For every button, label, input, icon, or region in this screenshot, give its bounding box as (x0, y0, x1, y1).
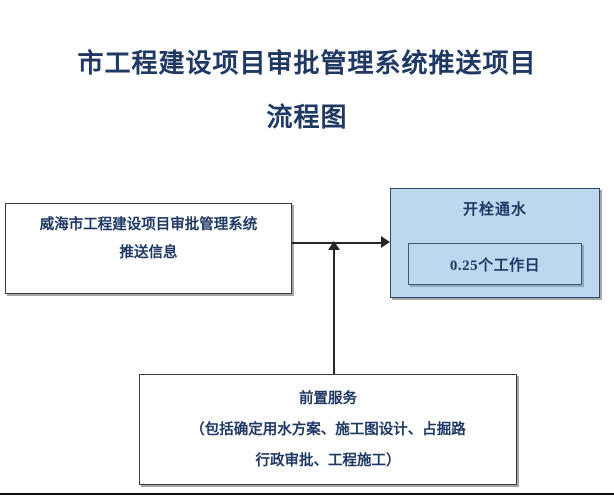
node-open-valve-water-supply[interactable]: 开栓通水 0.25个工作日 (390, 188, 600, 298)
node-preservice[interactable]: 前置服务 （包括确定用水方案、施工图设计、占掘路 行政审批、工程施工） (139, 374, 517, 485)
node-preservice-line-2: （包括确定用水方案、施工图设计、占掘路 (190, 422, 466, 438)
connector-vertical (333, 243, 335, 374)
node-preservice-line-1: 前置服务 (299, 391, 357, 407)
node-source-system[interactable]: 威海市工程建设项目审批管理系统 推送信息 (5, 203, 292, 294)
node-source-system-line-1: 威海市工程建设项目审批管理系统 (39, 217, 258, 233)
node-source-system-line-2: 推送信息 (119, 245, 178, 261)
arrow-up-icon (328, 241, 340, 250)
node-duration-box[interactable]: 0.25个工作日 (408, 243, 582, 285)
node-duration-text: 0.25个工作日 (449, 257, 541, 274)
node-source-system-text: 威海市工程建设项目审批管理系统 推送信息 (6, 211, 291, 267)
node-preservice-line-3: 行政审批、工程施工） (255, 453, 401, 469)
node-preservice-text: 前置服务 （包括确定用水方案、施工图设计、占掘路 行政审批、工程施工） (140, 384, 516, 477)
bottom-divider (0, 493, 614, 495)
node-open-valve-header: 开栓通水 (462, 202, 527, 218)
page-title-line-2: 流程图 (266, 103, 348, 132)
arrow-right-icon (381, 236, 390, 248)
page-title-line-1: 市工程建设项目审批管理系统推送项目 (77, 49, 537, 78)
